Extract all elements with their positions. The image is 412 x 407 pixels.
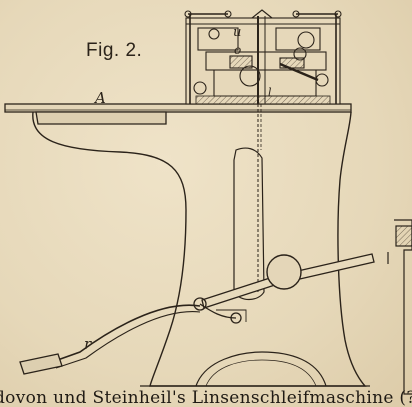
label-o: o xyxy=(234,43,242,57)
figure-title: Fig. 2. xyxy=(86,40,143,61)
figure-caption: dovon und Steinheil's Linsenschleifmasch… xyxy=(0,388,412,407)
pedestal xyxy=(32,111,370,387)
table-top xyxy=(4,103,352,125)
label-a: A xyxy=(95,89,106,107)
grinding-head xyxy=(184,9,342,105)
label-u: u xyxy=(233,25,242,40)
label-l: l xyxy=(268,86,272,99)
connecting-rod xyxy=(257,104,262,292)
treadle-lever xyxy=(19,253,375,375)
label-r: r xyxy=(84,335,92,353)
adjacent-figure-fragment xyxy=(387,219,412,395)
